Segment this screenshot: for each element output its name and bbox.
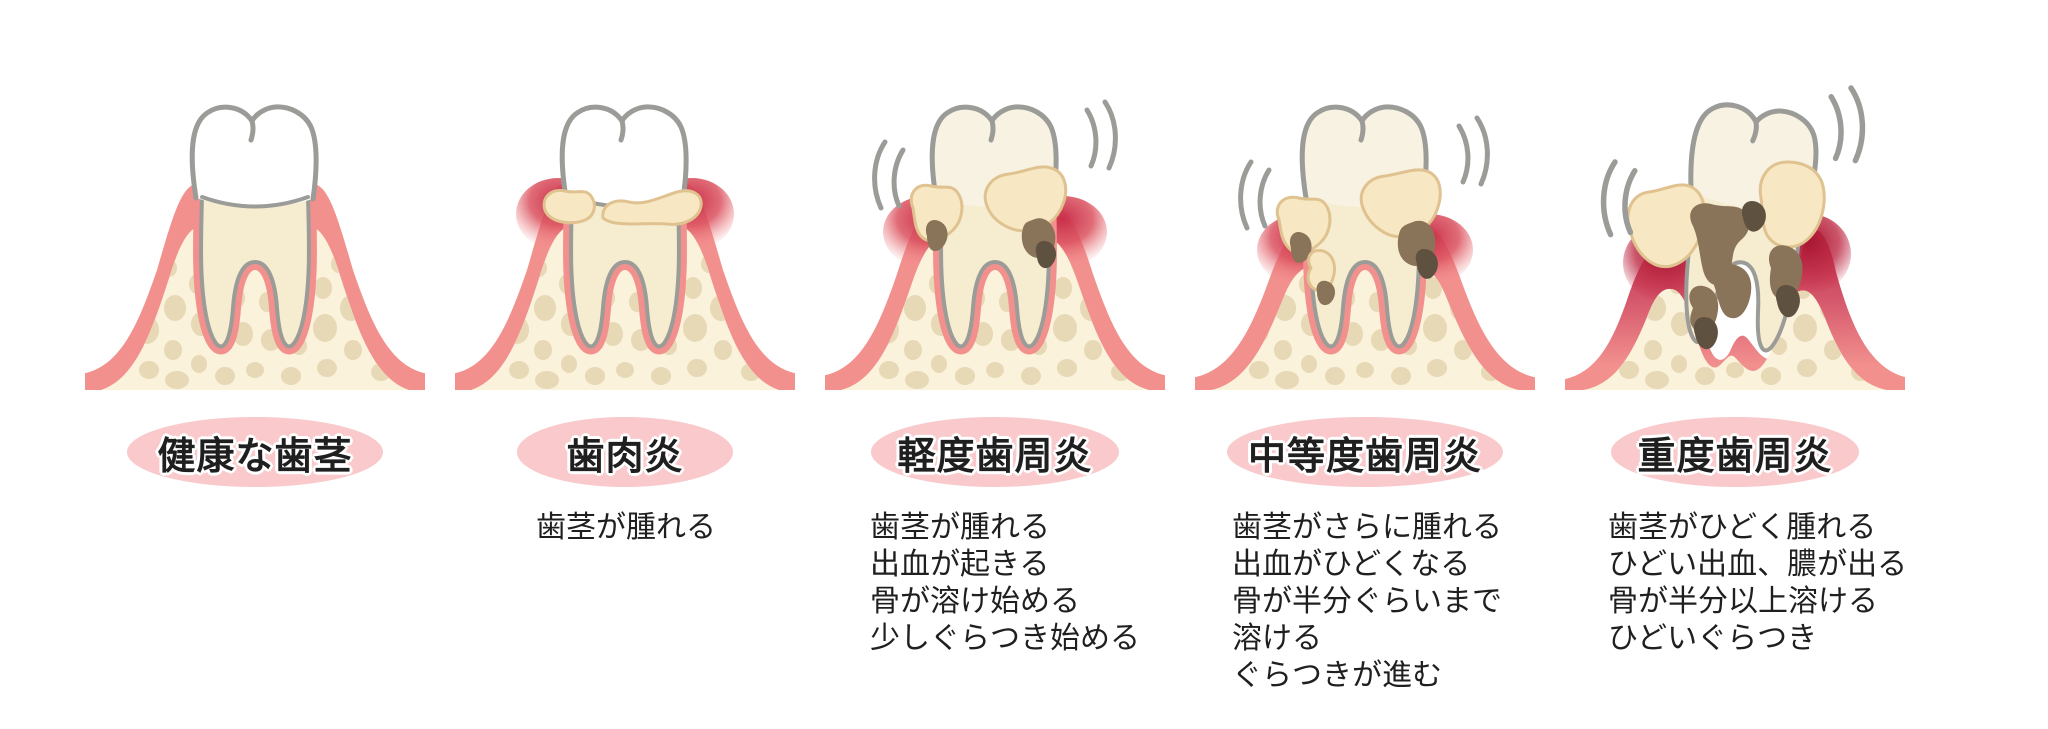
tooth-root — [201, 195, 309, 347]
description-line: ぐらつきが進む — [1232, 658, 1442, 693]
description-line: 骨が半分ぐらいまで — [1232, 584, 1502, 619]
description-line: 歯茎がひどく腫れる — [1608, 510, 1877, 545]
description-line: 出血が起きる — [870, 547, 1050, 582]
tooth-crown — [192, 106, 317, 208]
tooth — [189, 104, 319, 355]
stage-healthy: 健康な歯茎 — [70, 58, 440, 487]
illustration-healthy-gums — [85, 104, 425, 390]
stage-label-mild: 軽度歯周炎 — [871, 417, 1119, 487]
description-line: 少しぐらつき始める — [870, 621, 1140, 656]
stage-gingivitis: 歯肉炎 歯茎が腫れる — [440, 58, 810, 546]
description-line: 歯茎がさらに腫れる — [1232, 510, 1502, 545]
description-line: 歯茎が腫れる — [536, 510, 716, 545]
description-line: ひどいぐらつき — [1608, 621, 1818, 656]
tooth-root — [941, 195, 1049, 347]
description-line: ひどい出血、膿が出る — [1608, 547, 1908, 582]
illustration-moderate-periodontitis — [1195, 104, 1535, 390]
tartar — [1626, 160, 1826, 350]
description-line: 骨が溶け始める — [870, 584, 1080, 619]
stage-moderate-periodontitis: 中等度歯周炎 歯茎がさらに腫れる 出血がひどくなる 骨が半分ぐらいまで 溶ける … — [1180, 58, 1550, 694]
description-line: 骨が半分以上溶ける — [1608, 584, 1878, 619]
stage-descriptions: 歯茎が腫れる 出血が起きる 骨が溶け始める 少しぐらつき始める — [810, 509, 1180, 657]
stage-mild-periodontitis: 軽度歯周炎 歯茎が腫れる 出血が起きる 骨が溶け始める 少しぐらつき始める — [810, 58, 1180, 657]
description-line: 溶ける — [1232, 621, 1322, 656]
plaque — [542, 188, 703, 226]
stage-descriptions: 歯茎がさらに腫れる 出血がひどくなる 骨が半分ぐらいまで 溶ける ぐらつきが進む — [1180, 509, 1550, 694]
tooth-crown — [562, 106, 687, 208]
description-line: 出血がひどくなる — [1232, 547, 1471, 582]
stage-descriptions: 歯茎が腫れる — [440, 509, 810, 546]
stage-label-severe: 重度歯周炎 — [1611, 417, 1859, 487]
illustration-gingivitis — [455, 104, 795, 390]
stage-label-moderate: 中等度歯周炎 — [1227, 417, 1503, 487]
illustration-mild-periodontitis — [825, 58, 1165, 390]
illustration-severe-periodontitis — [1565, 58, 1905, 390]
cervical-line — [200, 195, 310, 209]
description-line: 歯茎が腫れる — [870, 510, 1050, 545]
stage-label-healthy: 健康な歯茎 — [127, 417, 383, 487]
tooth — [559, 104, 689, 355]
tartar — [909, 165, 1068, 269]
stage-descriptions: 歯茎がひどく腫れる ひどい出血、膿が出る 骨が半分以上溶ける ひどいぐらつき — [1550, 509, 1920, 657]
stage-severe-periodontitis: 重度歯周炎 歯茎がひどく腫れる ひどい出血、膿が出る 骨が半分以上溶ける ひどい… — [1550, 58, 1920, 657]
stage-label-gingivitis: 歯肉炎 — [517, 417, 733, 487]
tartar — [1275, 168, 1442, 306]
tooth-root — [571, 195, 679, 347]
